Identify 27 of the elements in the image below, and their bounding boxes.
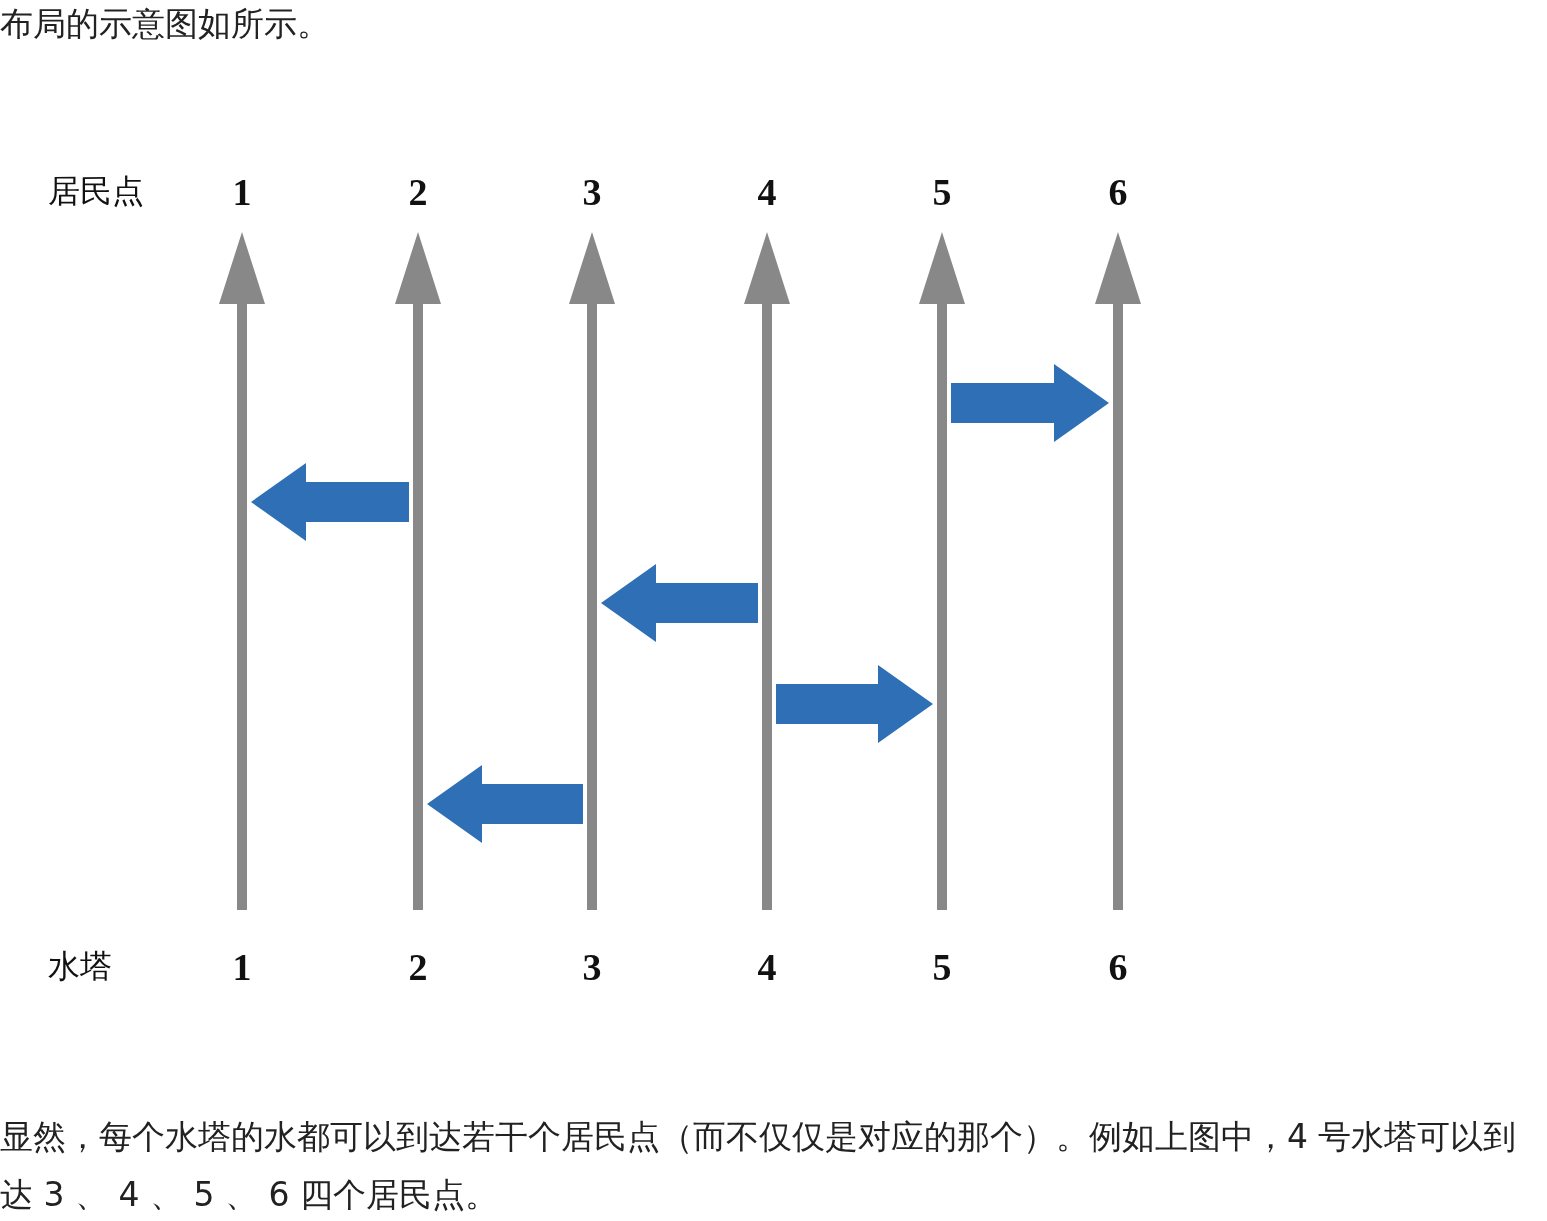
column-number: 4 [757, 945, 777, 989]
block-arrow [951, 364, 1109, 442]
column-number: 3 [582, 170, 602, 214]
vertical-arrow [744, 232, 790, 910]
block-arrow [251, 463, 409, 541]
column-number: 3 [582, 945, 602, 989]
vertical-arrow [219, 232, 265, 910]
column-number: 5 [932, 170, 952, 214]
column-number: 2 [408, 170, 428, 214]
block-arrow [776, 665, 933, 743]
block-arrow [601, 564, 758, 642]
column-number: 4 [757, 170, 777, 214]
row-label: 居民点 [48, 171, 144, 212]
column-number: 5 [932, 945, 952, 989]
block-arrow [427, 765, 583, 843]
vertical-arrow [1095, 232, 1141, 910]
column-number: 2 [408, 945, 428, 989]
heading-text: 布局的示意图如所示。 [0, 3, 330, 45]
column-number: 1 [232, 170, 252, 214]
row-label: 水塔 [48, 946, 112, 987]
column-number: 6 [1108, 945, 1128, 989]
column-number: 1 [232, 945, 252, 989]
vertical-arrow [395, 232, 441, 910]
vertical-arrow [919, 232, 965, 910]
vertical-arrow [569, 232, 615, 910]
caption-text: 显然，每个水塔的水都可以到达若干个居民点（而不仅仅是对应的那个）。例如上图中，4 号水塔可以到达 3 、 4 、 5 、 6 四个居民点。 [0, 1116, 1518, 1216]
column-number: 6 [1108, 170, 1128, 214]
